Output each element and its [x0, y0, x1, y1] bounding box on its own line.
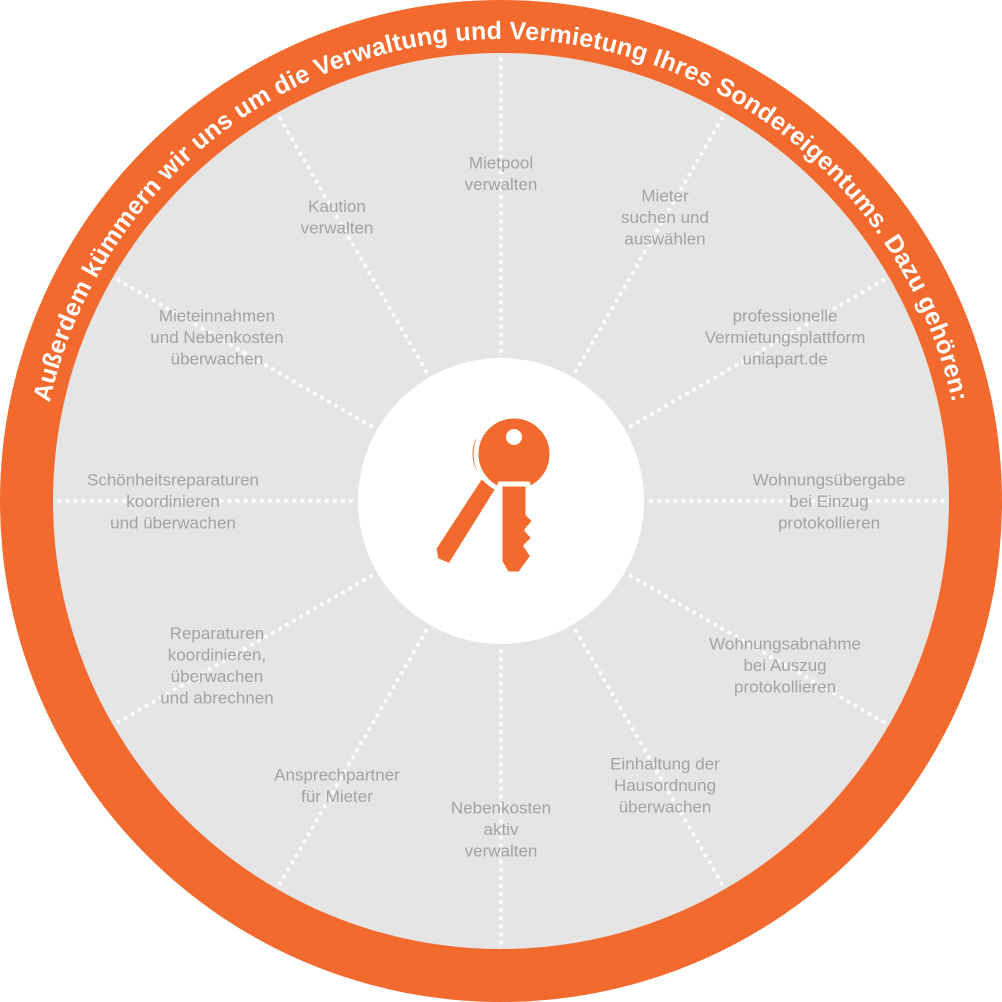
segment-label-line: protokollieren — [734, 678, 836, 697]
segment-label-line: Vermietungsplattform — [705, 328, 866, 347]
segment-label-line: und überwachen — [110, 514, 236, 533]
segment-label-line: und Nebenkosten — [150, 328, 283, 347]
segment-label-line: Reparaturen — [170, 624, 265, 643]
segment-label-line: suchen und — [621, 208, 709, 227]
segment-label: Mietpool verwalten — [465, 153, 538, 194]
segment-divider — [112, 574, 374, 726]
segment-dividers — [53, 53, 949, 949]
segment-label-line: Einhaltung der — [610, 755, 720, 774]
segment-label-line: koordinieren, — [168, 645, 266, 664]
segment-label: Mieteinnahmen und Nebenkosten überwachen — [150, 307, 283, 369]
segment-label-line: verwalten — [465, 175, 538, 194]
segment-label-line: Wohnungsübergabe — [753, 471, 906, 490]
segment-label-line: bei Einzug — [789, 492, 868, 511]
segment-label: Ansprechpartner für Mieter — [274, 765, 400, 806]
segment-label-line: aktiv — [484, 820, 519, 839]
segment-divider — [276, 628, 428, 890]
segment-label-line: für Mieter — [301, 787, 373, 806]
segment-divider — [628, 574, 890, 726]
segment-label-line: Wohnungsabnahme — [709, 635, 861, 654]
segment-label-line: überwachen — [171, 350, 264, 369]
segment-label-line: Mieteinnahmen — [159, 307, 275, 326]
segment-label: Nebenkosten aktiv verwalten — [451, 799, 551, 861]
segment-label: Wohnungsabnahme bei Auszug protokollieren — [709, 635, 861, 697]
keys-icon — [431, 413, 555, 577]
segment-label-line: verwalten — [465, 842, 538, 861]
segment-label-line: verwalten — [301, 219, 374, 238]
segment-label-line: Schönheitsreparaturen — [87, 471, 259, 490]
segment-label-line: protokollieren — [778, 514, 880, 533]
segment-label-line: professionelle — [733, 307, 838, 326]
segment-label-line: Nebenkosten — [451, 799, 551, 818]
segment-label-line: uniapart.de — [743, 350, 828, 369]
segment-label-line: und abrechnen — [160, 688, 273, 707]
segment-divider — [276, 112, 428, 374]
segment-divider — [574, 112, 726, 374]
segment-label-line: Mieter — [641, 186, 689, 205]
segment-label: Wohnungsübergabe bei Einzug protokollieren — [753, 471, 906, 533]
segment-divider — [628, 276, 890, 428]
segment-label: Mieter suchen und auswählen — [621, 186, 709, 248]
segment-label: Kaution verwalten — [301, 197, 374, 238]
segment-divider — [574, 628, 726, 890]
segment-label-line: auswählen — [624, 229, 705, 248]
segment-label-line: überwachen — [171, 667, 264, 686]
segment-label-line: Kaution — [308, 197, 366, 216]
segment-label-line: bei Auszug — [743, 656, 826, 675]
segment-label-line: Mietpool — [469, 153, 533, 172]
segment-label-line: Hausordnung — [614, 776, 716, 795]
segment-label-line: koordinieren — [126, 492, 220, 511]
segment-label-line: Ansprechpartner — [274, 765, 400, 784]
segment-label: Schönheitsreparaturen koordinieren und übe… — [87, 471, 259, 533]
segment-label: Reparaturen koordinieren, überwachen und ab… — [160, 624, 273, 708]
segment-divider — [112, 276, 374, 428]
segment-label-line: überwachen — [619, 798, 712, 817]
